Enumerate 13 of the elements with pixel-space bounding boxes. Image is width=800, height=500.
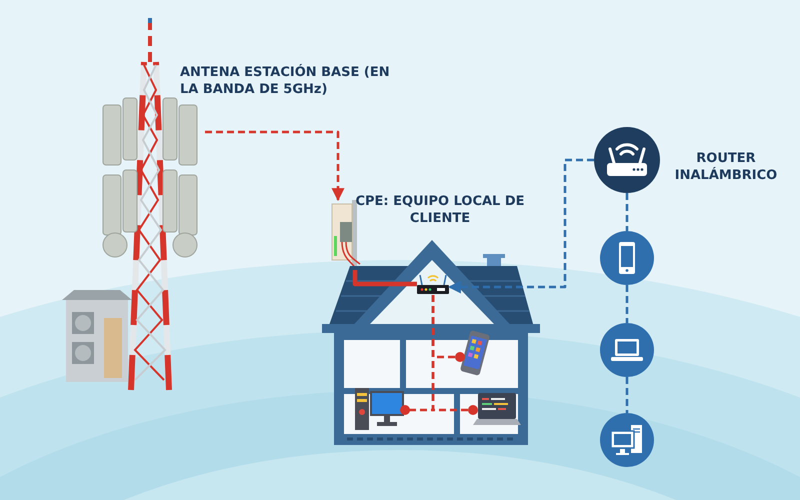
connector-line — [626, 377, 628, 413]
arrow — [205, 130, 344, 202]
desktop-computer-icon — [355, 388, 405, 430]
arrow — [448, 158, 594, 294]
smartphone-icon — [600, 231, 654, 285]
cpe-label: CPE: EQUIPO LOCAL DE CLIENTE — [355, 193, 525, 227]
connector-line — [626, 193, 628, 231]
router-label: ROUTER INALÁMBRICO — [674, 150, 778, 184]
antenna-label: ANTENA ESTACIÓN BASE (EN LA BANDA DE 5GHz) — [180, 64, 390, 98]
cable — [352, 270, 417, 286]
laptop-icon — [473, 393, 521, 425]
connector-line — [626, 285, 628, 323]
wifi-router-icon — [417, 273, 449, 295]
